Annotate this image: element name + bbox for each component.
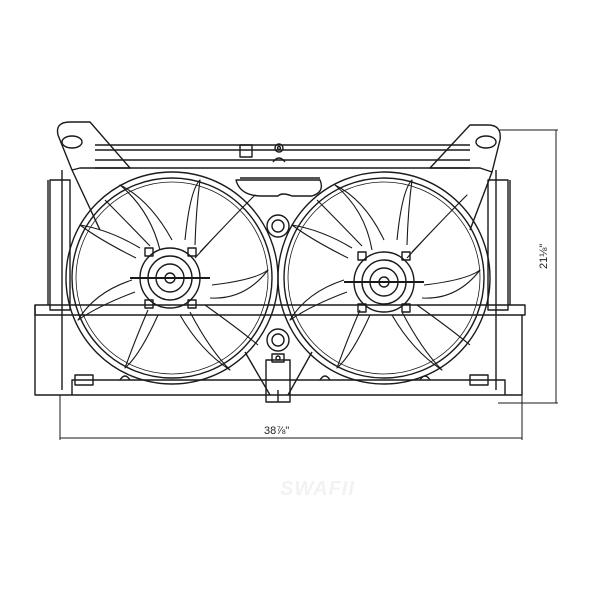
left-fan-blades [77, 179, 269, 371]
left-motor-hub [130, 247, 210, 309]
right-mounting-ear [429, 124, 501, 231]
height-dimension-label: 21⅛" [538, 242, 550, 270]
bottom-feet [74, 374, 489, 386]
center-connector [235, 177, 323, 403]
right-motor-hub [344, 251, 424, 313]
top-rail [95, 143, 470, 169]
dimension-lines [59, 129, 558, 440]
shroud-frame [34, 170, 526, 396]
right-fan-blades [289, 179, 481, 371]
width-dimension-label: 38⅞" [263, 425, 291, 437]
right-fan [277, 171, 491, 385]
watermark-logo: SWAFII [280, 478, 355, 500]
left-fan [65, 171, 279, 385]
